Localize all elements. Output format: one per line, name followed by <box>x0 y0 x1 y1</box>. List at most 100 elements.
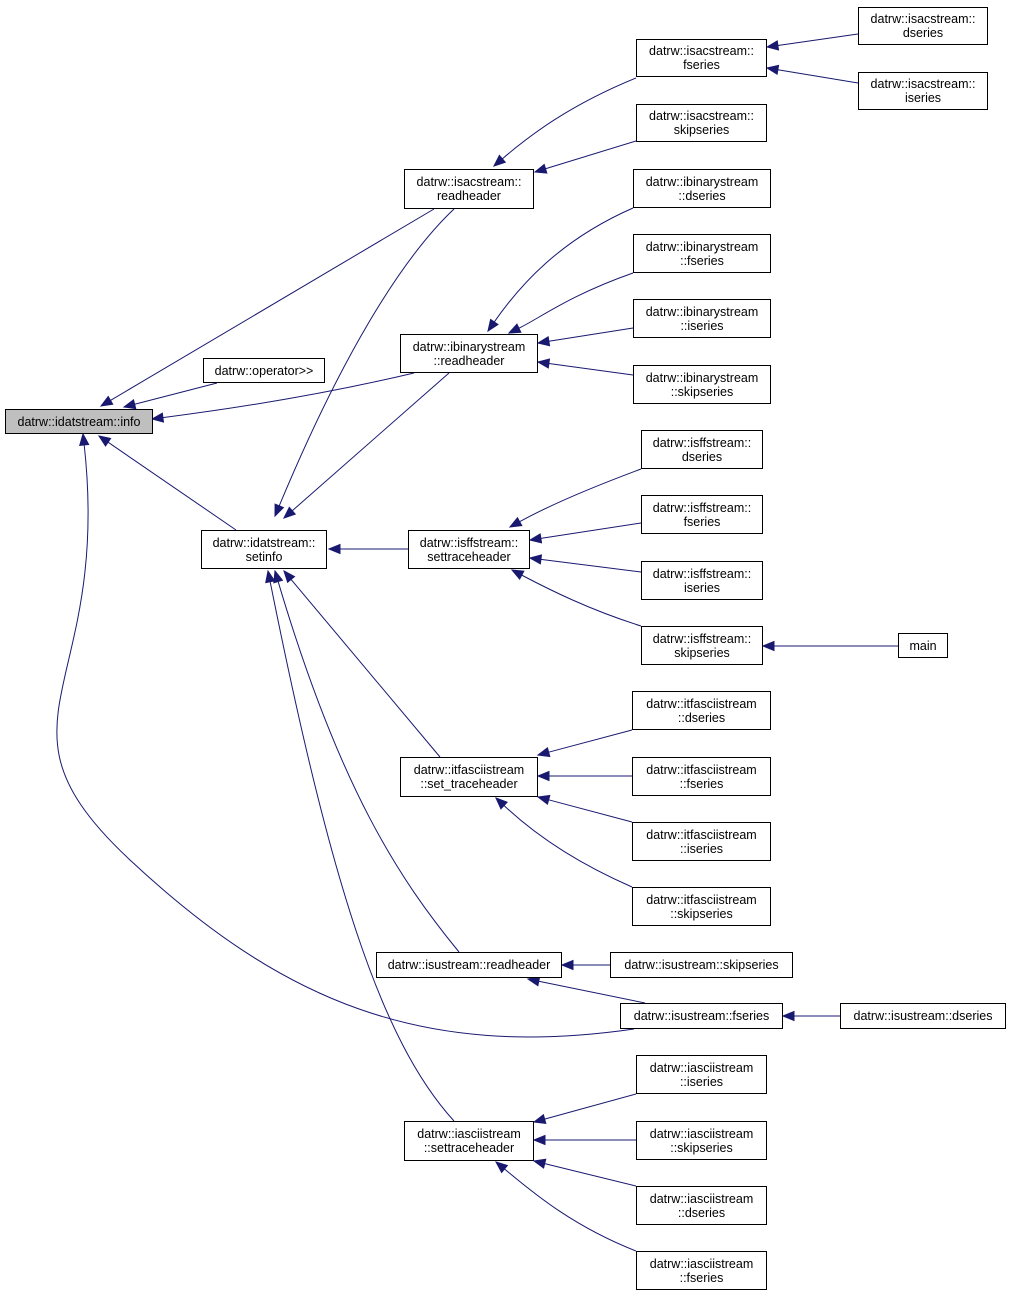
node-iasc-ds[interactable]: datrw::iasciistream::dseries <box>636 1186 767 1225</box>
arrowhead-icon <box>532 1113 547 1125</box>
node-iasc-is[interactable]: datrw::iasciistream::iseries <box>636 1055 767 1094</box>
edge-line <box>540 558 642 573</box>
node-ibin-is[interactable]: datrw::ibinarystream::iseries <box>633 299 771 338</box>
node-label-line: datrw::idatstream:: <box>212 535 316 550</box>
node-label-line: datrw::isffstream:: <box>652 435 752 450</box>
arrowhead-icon <box>532 1158 547 1169</box>
arrowhead-icon <box>761 640 775 652</box>
node-isu-fs[interactable]: datrw::isustream::fseries <box>620 1003 783 1029</box>
node-label-line: readheader <box>437 189 501 203</box>
node-isff-ds[interactable]: datrw::isffstream::dseries <box>641 430 763 469</box>
node-label-line: datrw::isustream::readheader <box>387 958 551 972</box>
node-label-line: iseries <box>904 91 942 105</box>
arrowhead-icon <box>265 569 276 584</box>
node-isac-fs[interactable]: datrw::isacstream::fseries <box>636 39 767 77</box>
edge-isff_is-to-isff_st <box>528 554 642 573</box>
edge-line <box>277 581 460 953</box>
node-itfa-ds[interactable]: datrw::itfasciistream::dseries <box>632 691 771 730</box>
arrowhead-icon <box>560 959 574 971</box>
arrowhead-icon <box>510 569 525 580</box>
node-isac-is[interactable]: datrw::isacstream::iseries <box>858 72 988 110</box>
node-label-line: datrw::isacstream:: <box>870 77 976 91</box>
node-main[interactable]: main <box>898 633 948 658</box>
arrowhead-icon <box>495 797 508 810</box>
arrowhead-icon <box>150 412 165 423</box>
edge-operator-to-info <box>122 382 218 410</box>
node-isff-fs[interactable]: datrw::isffstream::fseries <box>641 495 763 534</box>
node-label-line: datrw::isustream::fseries <box>633 1009 770 1023</box>
node-label-line: ::fseries <box>679 1270 724 1285</box>
edge-line <box>503 805 633 888</box>
edge-isac_fs-to-isac_rh <box>492 77 637 167</box>
node-label-line: datrw::iasciistream <box>649 1060 754 1075</box>
edge-line <box>110 208 435 401</box>
arrowhead-icon <box>99 395 114 407</box>
node-label-line: datrw::iasciistream <box>417 1127 521 1141</box>
edge-ibin_is-to-ibin_rh <box>536 327 634 347</box>
arrowhead-icon <box>536 358 551 369</box>
node-label-line: datrw::isffstream:: <box>419 535 519 550</box>
node-iasc-sk[interactable]: datrw::iasciistream::skipseries <box>636 1121 767 1160</box>
node-info[interactable]: datrw::idatstream::info <box>5 409 153 434</box>
node-iasc-st[interactable]: datrw::iasciistream::settraceheader <box>404 1121 534 1161</box>
edge-itfa_fs-to-itfa_st <box>536 770 632 782</box>
edge-itfa_ds-to-itfa_st <box>536 729 633 758</box>
node-isac-ds[interactable]: datrw::isacstream::dseries <box>858 7 988 45</box>
arrowhead-icon <box>79 432 90 447</box>
node-ibin-sk[interactable]: datrw::ibinarystream::skipseries <box>633 365 771 404</box>
node-label-line: ::settraceheader <box>423 1141 515 1155</box>
edge-line <box>291 372 450 512</box>
node-label-line: datrw::isustream::dseries <box>853 1009 993 1023</box>
node-label-line: iseries <box>683 580 721 595</box>
node-itfa-sk[interactable]: datrw::itfasciistream::skipseries <box>632 887 771 926</box>
node-label-line: datrw::isacstream:: <box>870 12 976 26</box>
edge-isu_ds-to-isu_fs <box>781 1010 840 1022</box>
node-isac-sk[interactable]: datrw::isacstream::skipseries <box>636 104 767 142</box>
node-label-line: ::dseries <box>678 188 726 203</box>
node-isff-st[interactable]: datrw::isffstream::settraceheader <box>408 530 530 569</box>
node-isff-is[interactable]: datrw::isffstream::iseries <box>641 561 763 600</box>
edge-line <box>519 468 642 523</box>
edge-line <box>518 272 634 329</box>
node-label-line: skipseries <box>673 123 730 137</box>
node-ibin-fs[interactable]: datrw::ibinarystream::fseries <box>633 234 771 273</box>
edge-line <box>548 799 633 823</box>
node-label-line: datrw::ibinarystream <box>645 239 759 254</box>
edge-isff_st-to-setinfo <box>327 543 408 555</box>
node-isac-rh[interactable]: datrw::isacstream::readheader <box>404 169 534 209</box>
node-label-line: ::dseries <box>677 710 726 725</box>
edge-isff_sk-to-isff_st <box>510 569 642 627</box>
edge-itfa_is-to-itfa_st <box>536 794 633 823</box>
node-label-line: dseries <box>681 449 723 464</box>
node-setinfo[interactable]: datrw::idatstream::setinfo <box>201 530 327 569</box>
edge-line <box>493 207 634 323</box>
edge-line <box>544 1093 637 1120</box>
node-label-line: fseries <box>683 514 721 529</box>
edge-ibin_ds-to-ibin_rh <box>487 207 634 333</box>
node-ibin-ds[interactable]: datrw::ibinarystream::dseries <box>633 169 771 208</box>
node-itfa-fs[interactable]: datrw::itfasciistream::fseries <box>632 757 771 796</box>
node-isu-ds[interactable]: datrw::isustream::dseries <box>840 1003 1006 1029</box>
arrowhead-icon <box>533 163 548 174</box>
edge-setinfo-to-info <box>97 435 237 531</box>
edge-line <box>544 1163 637 1187</box>
node-label-line: datrw::isacstream:: <box>649 44 754 58</box>
node-itfa-is[interactable]: datrw::itfasciistream::iseries <box>632 822 771 861</box>
edge-itfa_sk-to-itfa_st <box>495 797 633 888</box>
node-itfa-st[interactable]: datrw::itfasciistream::set_traceheader <box>400 757 538 797</box>
node-label-line: ::iseries <box>679 841 724 856</box>
edge-iasc_fs-to-iasc_st <box>494 1161 637 1252</box>
node-operator[interactable]: datrw::operator>> <box>203 358 325 383</box>
node-isu-rh[interactable]: datrw::isustream::readheader <box>376 952 562 978</box>
node-ibin-rh[interactable]: datrw::ibinarystream::readheader <box>400 334 538 373</box>
edge-line <box>504 1168 637 1252</box>
arrowhead-icon <box>765 64 780 76</box>
arrowhead-icon <box>765 40 780 51</box>
edge-line <box>777 69 859 84</box>
edge-line <box>290 579 441 758</box>
node-isu-sk[interactable]: datrw::isustream::skipseries <box>610 952 793 978</box>
edge-isff_fs-to-isff_st <box>528 522 642 544</box>
node-iasc-fs[interactable]: datrw::iasciistream::fseries <box>636 1251 767 1290</box>
node-isff-sk[interactable]: datrw::isffstream::skipseries <box>641 626 763 665</box>
